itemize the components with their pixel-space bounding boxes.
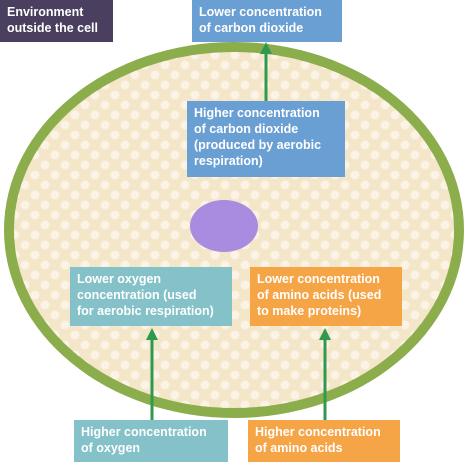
lower-amino-acids-label: Lower concentration of amino acids (used… [250,267,402,326]
environment-outside-cell-label: Environment outside the cell [0,0,113,42]
nucleus [190,200,258,252]
arrow-carbon-dioxide-out [260,42,272,101]
lower-oxygen-label: Lower oxygen concentration (used for aer… [70,267,232,326]
higher-oxygen-label: Higher concentration of oxygen [74,420,228,462]
higher-amino-acids-label: Higher concentration of amino acids [248,420,400,462]
arrow-oxygen-in [146,328,158,420]
higher-carbon-dioxide-label: Higher concentration of carbon dioxide (… [187,101,345,177]
arrow-amino-acids-in [319,328,331,420]
lower-carbon-dioxide-label: Lower concentration of carbon dioxide [192,0,342,42]
